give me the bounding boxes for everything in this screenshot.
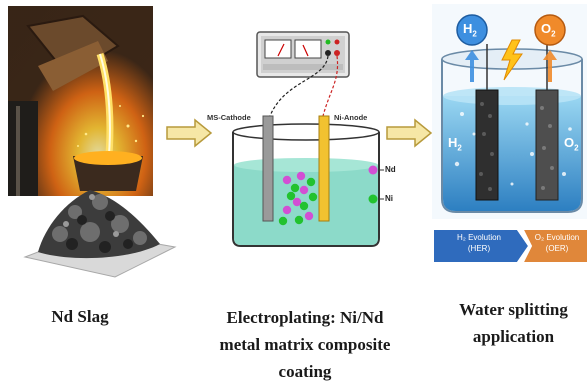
cathode-electrode	[262, 115, 274, 222]
oer-sub: (OER)	[545, 244, 569, 253]
molten-metal-pouring-image	[8, 6, 153, 196]
lightning-icon	[501, 39, 523, 81]
oer-title: O₂ Evolution	[534, 233, 580, 242]
water-caption-line-1: Water splitting	[459, 300, 568, 319]
anode-electrode	[318, 115, 330, 222]
water-caption-line-2: application	[472, 327, 555, 346]
ni-legend-label: Ni	[385, 194, 393, 203]
h2-bubble-label: H2	[463, 21, 477, 39]
power-supply-icon	[256, 31, 350, 78]
her-sub: (HER)	[467, 244, 491, 253]
electroplating-setup-diagram	[232, 31, 384, 247]
electroplating-caption-line-3: coating	[278, 362, 332, 381]
nd-legend-label: Nd	[385, 165, 396, 174]
slag-caption: Nd Slag	[0, 303, 160, 330]
h2-electrode	[475, 89, 499, 201]
process-arrow-2	[386, 118, 433, 148]
o2-electrode	[535, 89, 559, 201]
slag-caption-text: Nd Slag	[51, 307, 109, 326]
anode-label: Ni-Anode	[334, 113, 368, 122]
her-oer-band	[434, 230, 587, 262]
her-label: H₂ Evolution (HER)	[440, 232, 518, 254]
water-splitting-panel: H2 O2 H2 O2 H₂ Evolution (HER) O₂ Evolut…	[432, 4, 587, 274]
her-title: H₂ Evolution	[456, 233, 501, 242]
water-splitting-caption: Water splitting application	[440, 296, 587, 350]
nd-legend-marker	[368, 165, 378, 175]
cathode-label: MS-Cathode	[207, 113, 251, 122]
o2-gas-bubble-icon	[534, 14, 566, 46]
h2-gas-bubble-icon	[456, 14, 488, 46]
slag-panel	[0, 0, 177, 290]
o2-electrode-label: O2	[564, 135, 579, 153]
electroplating-panel: MS-Cathode Ni-Anode Nd Ni	[205, 20, 405, 270]
electroplating-caption: Electroplating: Ni/Nd metal matrix compo…	[195, 304, 415, 385]
o2-bubble-label: O2	[541, 21, 556, 39]
slag-pile-image	[23, 190, 177, 278]
oer-label: O₂ Evolution (OER)	[528, 232, 586, 254]
water-splitting-cell-diagram	[432, 4, 587, 219]
electroplating-caption-line-1: Electroplating: Ni/Nd	[226, 308, 384, 327]
ni-legend-marker	[368, 194, 378, 204]
electroplating-caption-line-2: metal matrix composite	[219, 335, 391, 354]
h2-electrode-label: H2	[448, 135, 462, 153]
process-arrow-1	[166, 118, 213, 148]
